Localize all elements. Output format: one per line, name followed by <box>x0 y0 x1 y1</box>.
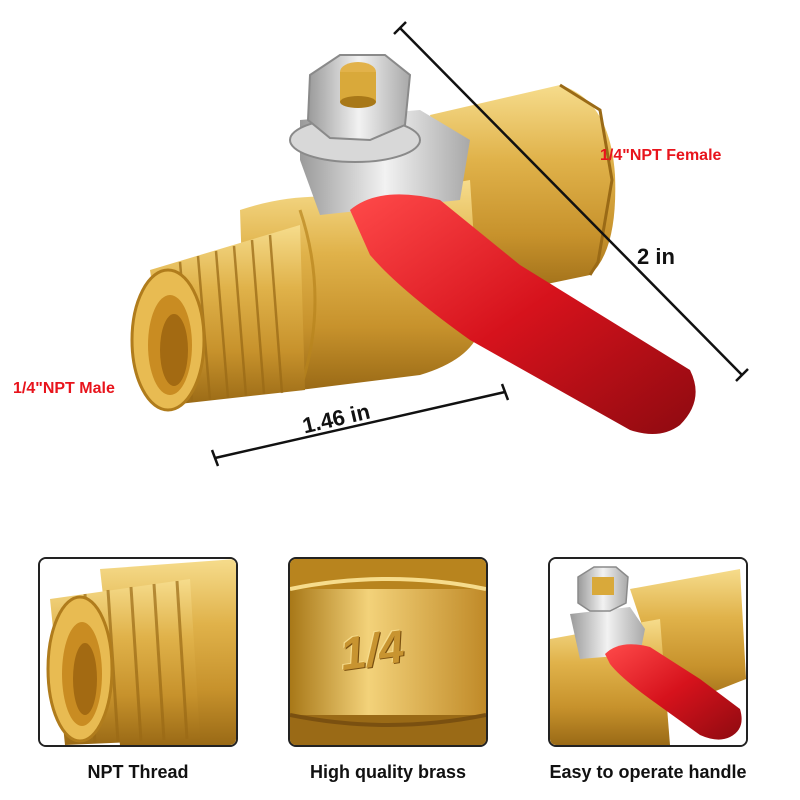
thumbnail-brass-body: 1/4 <box>288 557 488 747</box>
thumbnail-npt-thread <box>38 557 238 747</box>
dimension-lines <box>210 21 749 467</box>
male-thread <box>130 225 305 412</box>
stem-nut <box>289 54 470 215</box>
thumbnail-handle <box>548 557 748 747</box>
brass-ball-valve-image <box>130 21 749 467</box>
thumbnail-caption-handle: Easy to operate handle <box>549 762 747 782</box>
npt-thread-closeup-icon <box>40 559 236 745</box>
brass-engraving-text: 1/4 <box>336 619 408 681</box>
thumbnail-caption-npt-thread: NPT Thread <box>87 762 189 782</box>
female-port-label: 1/4"NPT Female <box>600 147 722 164</box>
red-lever-handle <box>350 194 696 434</box>
female-hex-face <box>559 83 614 276</box>
height-dimension-label: 2 in <box>637 244 675 269</box>
handle-closeup-icon <box>550 559 746 745</box>
thumbnail-caption-brass: High quality brass <box>309 762 467 782</box>
brass-body-closeup-icon <box>290 559 486 745</box>
male-port-label: 1/4"NPT Male <box>13 380 115 397</box>
